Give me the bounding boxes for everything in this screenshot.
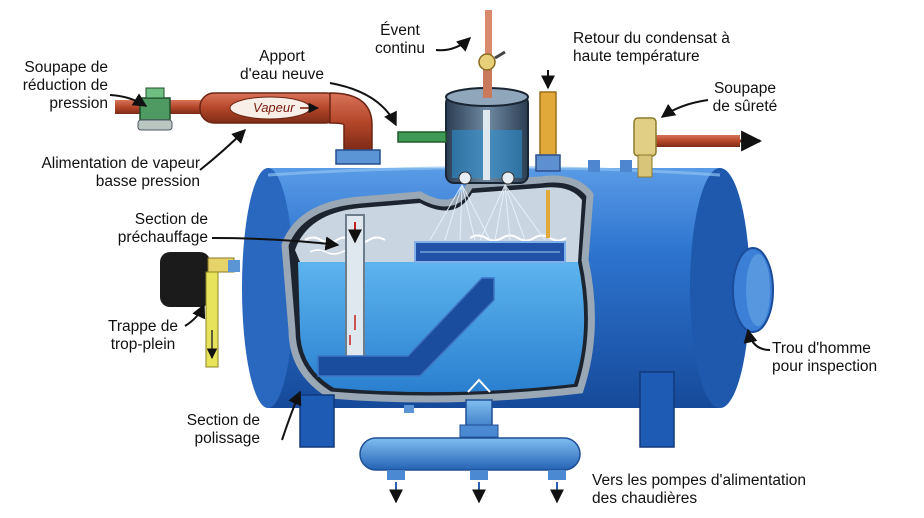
new-water-inlet [397,131,447,143]
label-apport-eau: Apport d'eau neuve [222,48,342,84]
pressure-reducing-valve [137,87,173,131]
label-soupape-surete-line2: de sûreté [712,98,778,115]
label-retour-condensat-line1: Retour du condensat à [573,30,730,47]
label-event: Évent continu [364,22,436,58]
label-soupape-surete: Soupape de sûreté [702,80,788,116]
deaerator-dome [445,87,529,185]
label-soupape-reduction: Soupape de réduction de pression [10,59,108,113]
label-soupape-reduction-line3: pression [49,95,108,112]
label-trappe: Trappe de trop-plein [98,318,188,354]
label-soupape-reduction-line1: Soupape de [24,59,108,76]
label-trappe-line1: Trappe de [107,318,179,335]
label-retour-condensat-line2: haute température [573,48,700,65]
label-section-polissage-line2: polissage [194,430,261,447]
label-trappe-line2: trop-plein [110,336,176,353]
leader-apport-eau [329,82,397,127]
leader-prechauffage [211,236,340,251]
label-alimentation-vapeur: Alimentation de vapeur basse pression [10,155,200,191]
steam-pipe-label: Vapeur [253,100,295,115]
label-apport-eau-line2: d'eau neuve [240,66,324,83]
leader-polissage [281,390,302,441]
label-section-prechauffage: Section de préchauffage [100,211,208,247]
label-soupape-reduction-line2: réduction de [22,77,108,94]
label-section-prechauffage-line1: Section de [134,211,208,228]
label-vers-pompes: Vers les pompes d'alimentation des chaud… [592,472,892,508]
tank-cutaway [281,175,595,403]
manhole [732,247,774,333]
label-section-polissage-line1: Section de [186,412,260,429]
polishing-channel [317,277,495,377]
leader-soupape-surete [660,99,709,118]
label-soupape-surete-line1: Soupape [713,80,777,97]
label-section-prechauffage-line2: préchauffage [117,229,208,246]
label-section-polissage: Section de polissage [160,412,260,448]
condensate-pipe [535,91,561,172]
outlet-header [359,378,581,504]
tank-supports [299,371,675,448]
leader-alimentation-vapeur [199,129,246,171]
label-alimentation-vapeur-line1: Alimentation de vapeur [41,155,200,172]
tank-right-head [690,168,750,408]
label-retour-condensat: Retour du condensat à haute température [573,30,773,66]
label-trou-homme-line1: Trou d'homme [772,340,871,357]
label-vers-pompes-line2: des chaudières [592,490,698,507]
leader-trou-homme [743,328,771,351]
label-trou-homme-line2: pour inspection [772,358,878,375]
vent-pipe [478,10,506,98]
label-alimentation-vapeur-line2: basse pression [95,173,200,190]
overflow-trap [160,252,240,368]
label-event-line1: Évent [380,22,420,39]
tank-left-head [242,168,294,408]
label-apport-eau-line1: Apport [259,48,305,65]
safety-valve [588,117,763,178]
label-event-line2: continu [375,40,425,57]
label-vers-pompes-line1: Vers les pompes d'alimentation [592,472,807,489]
steam-pipe: Vapeur [115,92,381,165]
leader-event [435,37,472,52]
leader-lines [109,37,771,441]
leader-trappe [184,303,206,327]
leader-soupape-reduction [109,93,148,107]
label-trou-homme: Trou d'homme pour inspection [772,340,912,376]
